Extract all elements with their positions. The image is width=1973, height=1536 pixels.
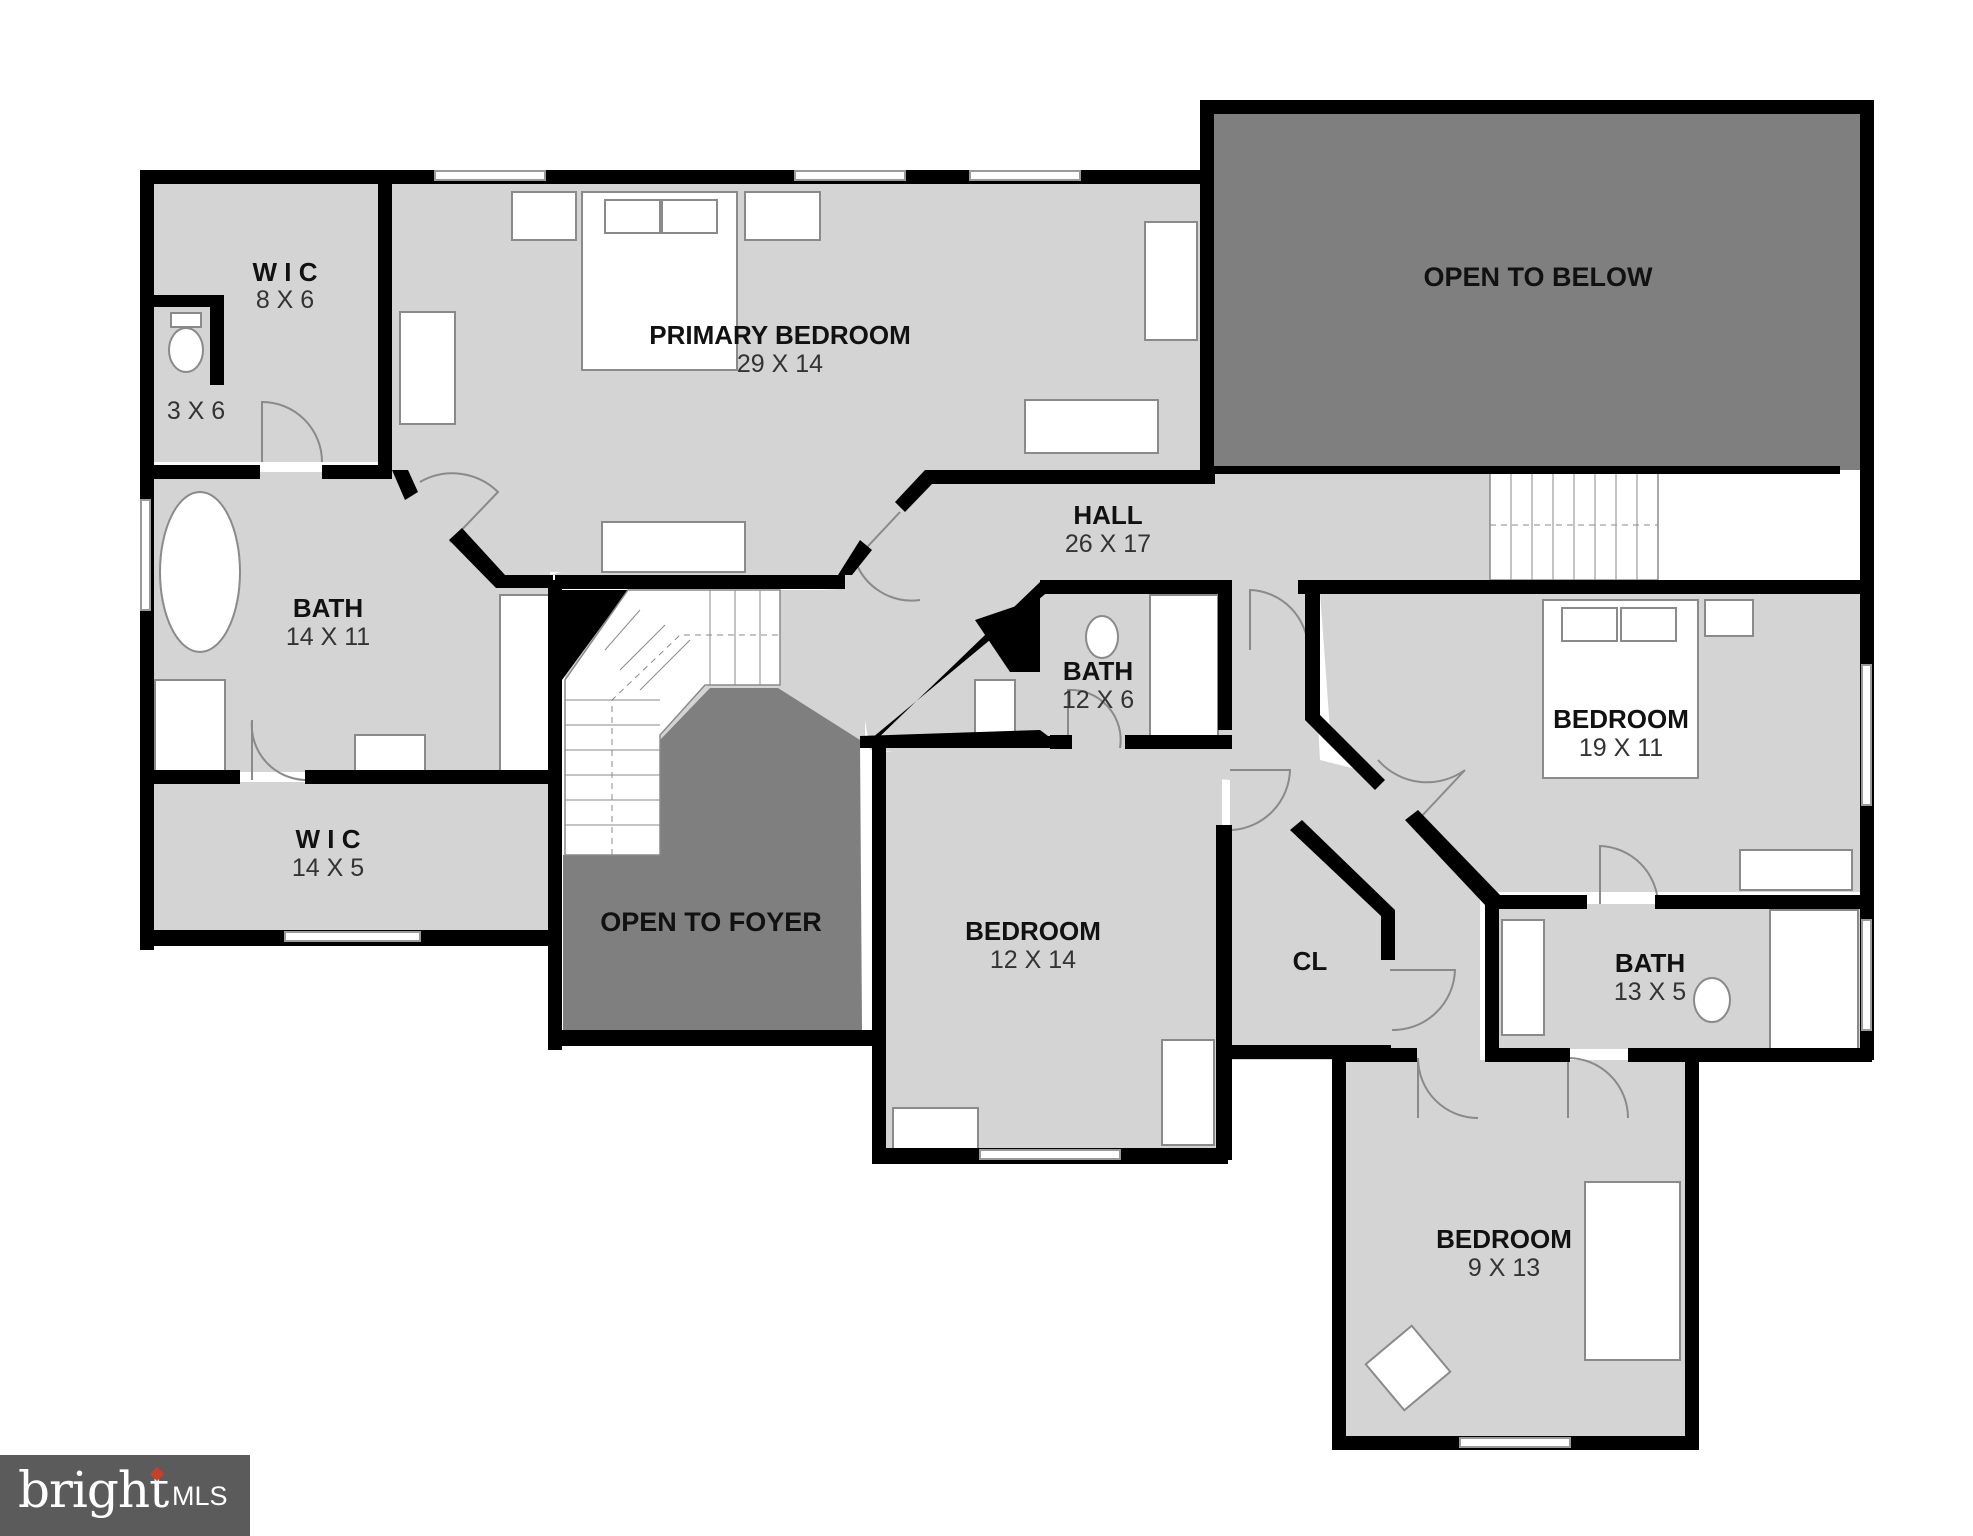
door-bath-right-bottom — [1567, 1056, 1629, 1119]
wic-top-dims: 8 X 6 — [256, 286, 314, 314]
door-wic-top — [261, 400, 323, 463]
bed-bottom — [1584, 1181, 1681, 1361]
window-primary-1 — [434, 170, 546, 181]
window-primary-3 — [969, 170, 1081, 181]
wic-bottom-floor — [152, 782, 552, 930]
hall-name: HALL — [1073, 500, 1142, 530]
wic-top-name: W I C — [253, 257, 318, 287]
bedroom-center-dims: 12 X 14 — [990, 946, 1076, 974]
bath-right-dims: 13 X 5 — [1614, 978, 1686, 1006]
bedroom-bottom-name: BEDROOM — [1436, 1224, 1572, 1254]
bench-primary-bath — [354, 734, 426, 772]
nightstand-left — [511, 191, 577, 241]
bedroom-right-name: BEDROOM — [1553, 704, 1689, 734]
foyer-stair-treads — [565, 590, 780, 855]
door-closet — [1390, 969, 1457, 1032]
door-bedroom-center — [1230, 769, 1292, 831]
window-wic-bottom — [284, 931, 421, 942]
furniture — [154, 191, 1859, 1412]
open-to-foyer-area — [563, 688, 862, 1030]
dresser-bedroom-right — [1739, 849, 1853, 891]
door-wic-bottom — [250, 719, 306, 781]
primary-bedroom-name: PRIMARY BEDROOM — [649, 320, 910, 350]
room-labels: W I C 8 X 6 3 X 6 PRIMARY BEDROOM 29 X 1… — [167, 257, 1689, 1282]
shower-bath-small — [1149, 594, 1219, 741]
dresser-bedroom-center — [1161, 1039, 1215, 1146]
pillow-right-1 — [1561, 607, 1618, 642]
bedroom-center-name: BEDROOM — [965, 916, 1101, 946]
vanity-bath-small — [974, 679, 1016, 739]
windows — [140, 170, 1872, 1448]
bench-primary-left — [399, 311, 456, 425]
logo-word: bright — [18, 1461, 169, 1519]
door-bedroom-right — [1377, 759, 1466, 819]
desk-bedroom-center — [892, 1107, 979, 1152]
open-to-below-area — [1212, 112, 1860, 470]
bath-small-dims: 12 X 6 — [1062, 686, 1134, 714]
toilet-bath-right — [1693, 977, 1731, 1023]
toilet-wic — [168, 327, 204, 373]
toilet-bath-small — [1085, 615, 1119, 659]
primary-bath-name: BATH — [293, 593, 363, 623]
main-stair-treads — [1490, 470, 1658, 580]
pillow-primary-1 — [604, 199, 661, 234]
open-to-foyer-name: OPEN TO FOYER — [600, 907, 822, 937]
window-tub — [140, 499, 151, 611]
closet-floor — [1232, 830, 1382, 1045]
nightstand-right — [744, 191, 821, 241]
pillow-primary-2 — [661, 199, 718, 234]
window-primary-2 — [794, 170, 906, 181]
open-to-below-name: OPEN TO BELOW — [1423, 262, 1653, 292]
console-primary — [601, 521, 746, 573]
pillow-right-2 — [1620, 607, 1677, 642]
door-bath-small — [1067, 688, 1122, 749]
primary-bedroom-dims: 29 X 14 — [737, 350, 823, 378]
bedroom-right-dims: 19 X 11 — [1579, 734, 1663, 762]
closet-name: CL — [1293, 946, 1328, 976]
window-bedroom-bottom — [1459, 1437, 1571, 1448]
shower-primary — [154, 679, 226, 776]
open-areas — [562, 112, 1860, 1030]
desk-primary — [1024, 399, 1159, 454]
stair-void-right — [975, 598, 1040, 672]
vanity-bath-right — [1501, 919, 1545, 1036]
wic-bottom-name: W I C — [296, 824, 361, 854]
bright-mls-logo: bright MLS — [0, 1455, 250, 1536]
nightstand-bedroom-right — [1704, 599, 1754, 637]
window-bedroom-right — [1861, 664, 1872, 806]
window-bedroom-center — [979, 1149, 1121, 1160]
stairs — [564, 469, 1659, 856]
door-bath-right-top — [1599, 844, 1659, 905]
wic-bottom-dims: 14 X 5 — [292, 854, 364, 882]
dresser-primary-right — [1144, 221, 1198, 341]
shower-bath-right — [1769, 909, 1859, 1051]
toilet-wic-tank — [170, 312, 202, 328]
door-primary-bath — [419, 472, 500, 543]
bath-small-name: BATH — [1063, 656, 1133, 686]
toilet-room-dims: 3 X 6 — [167, 397, 225, 425]
door-bedroom-bottom — [1417, 1057, 1479, 1119]
bathtub — [159, 491, 241, 653]
foyer-stair — [564, 589, 781, 856]
window-bath-right — [1861, 919, 1872, 1031]
primary-bath-dims: 14 X 11 — [286, 623, 370, 651]
chair-bedroom-bottom — [1364, 1324, 1452, 1412]
vanity-primary — [499, 594, 551, 781]
bath-right-name: BATH — [1615, 948, 1685, 978]
logo-suffix: MLS — [172, 1481, 228, 1511]
bedroom-bottom-dims: 9 X 13 — [1468, 1254, 1540, 1282]
walls — [140, 100, 1874, 1450]
hall-dims: 26 X 17 — [1065, 530, 1151, 558]
